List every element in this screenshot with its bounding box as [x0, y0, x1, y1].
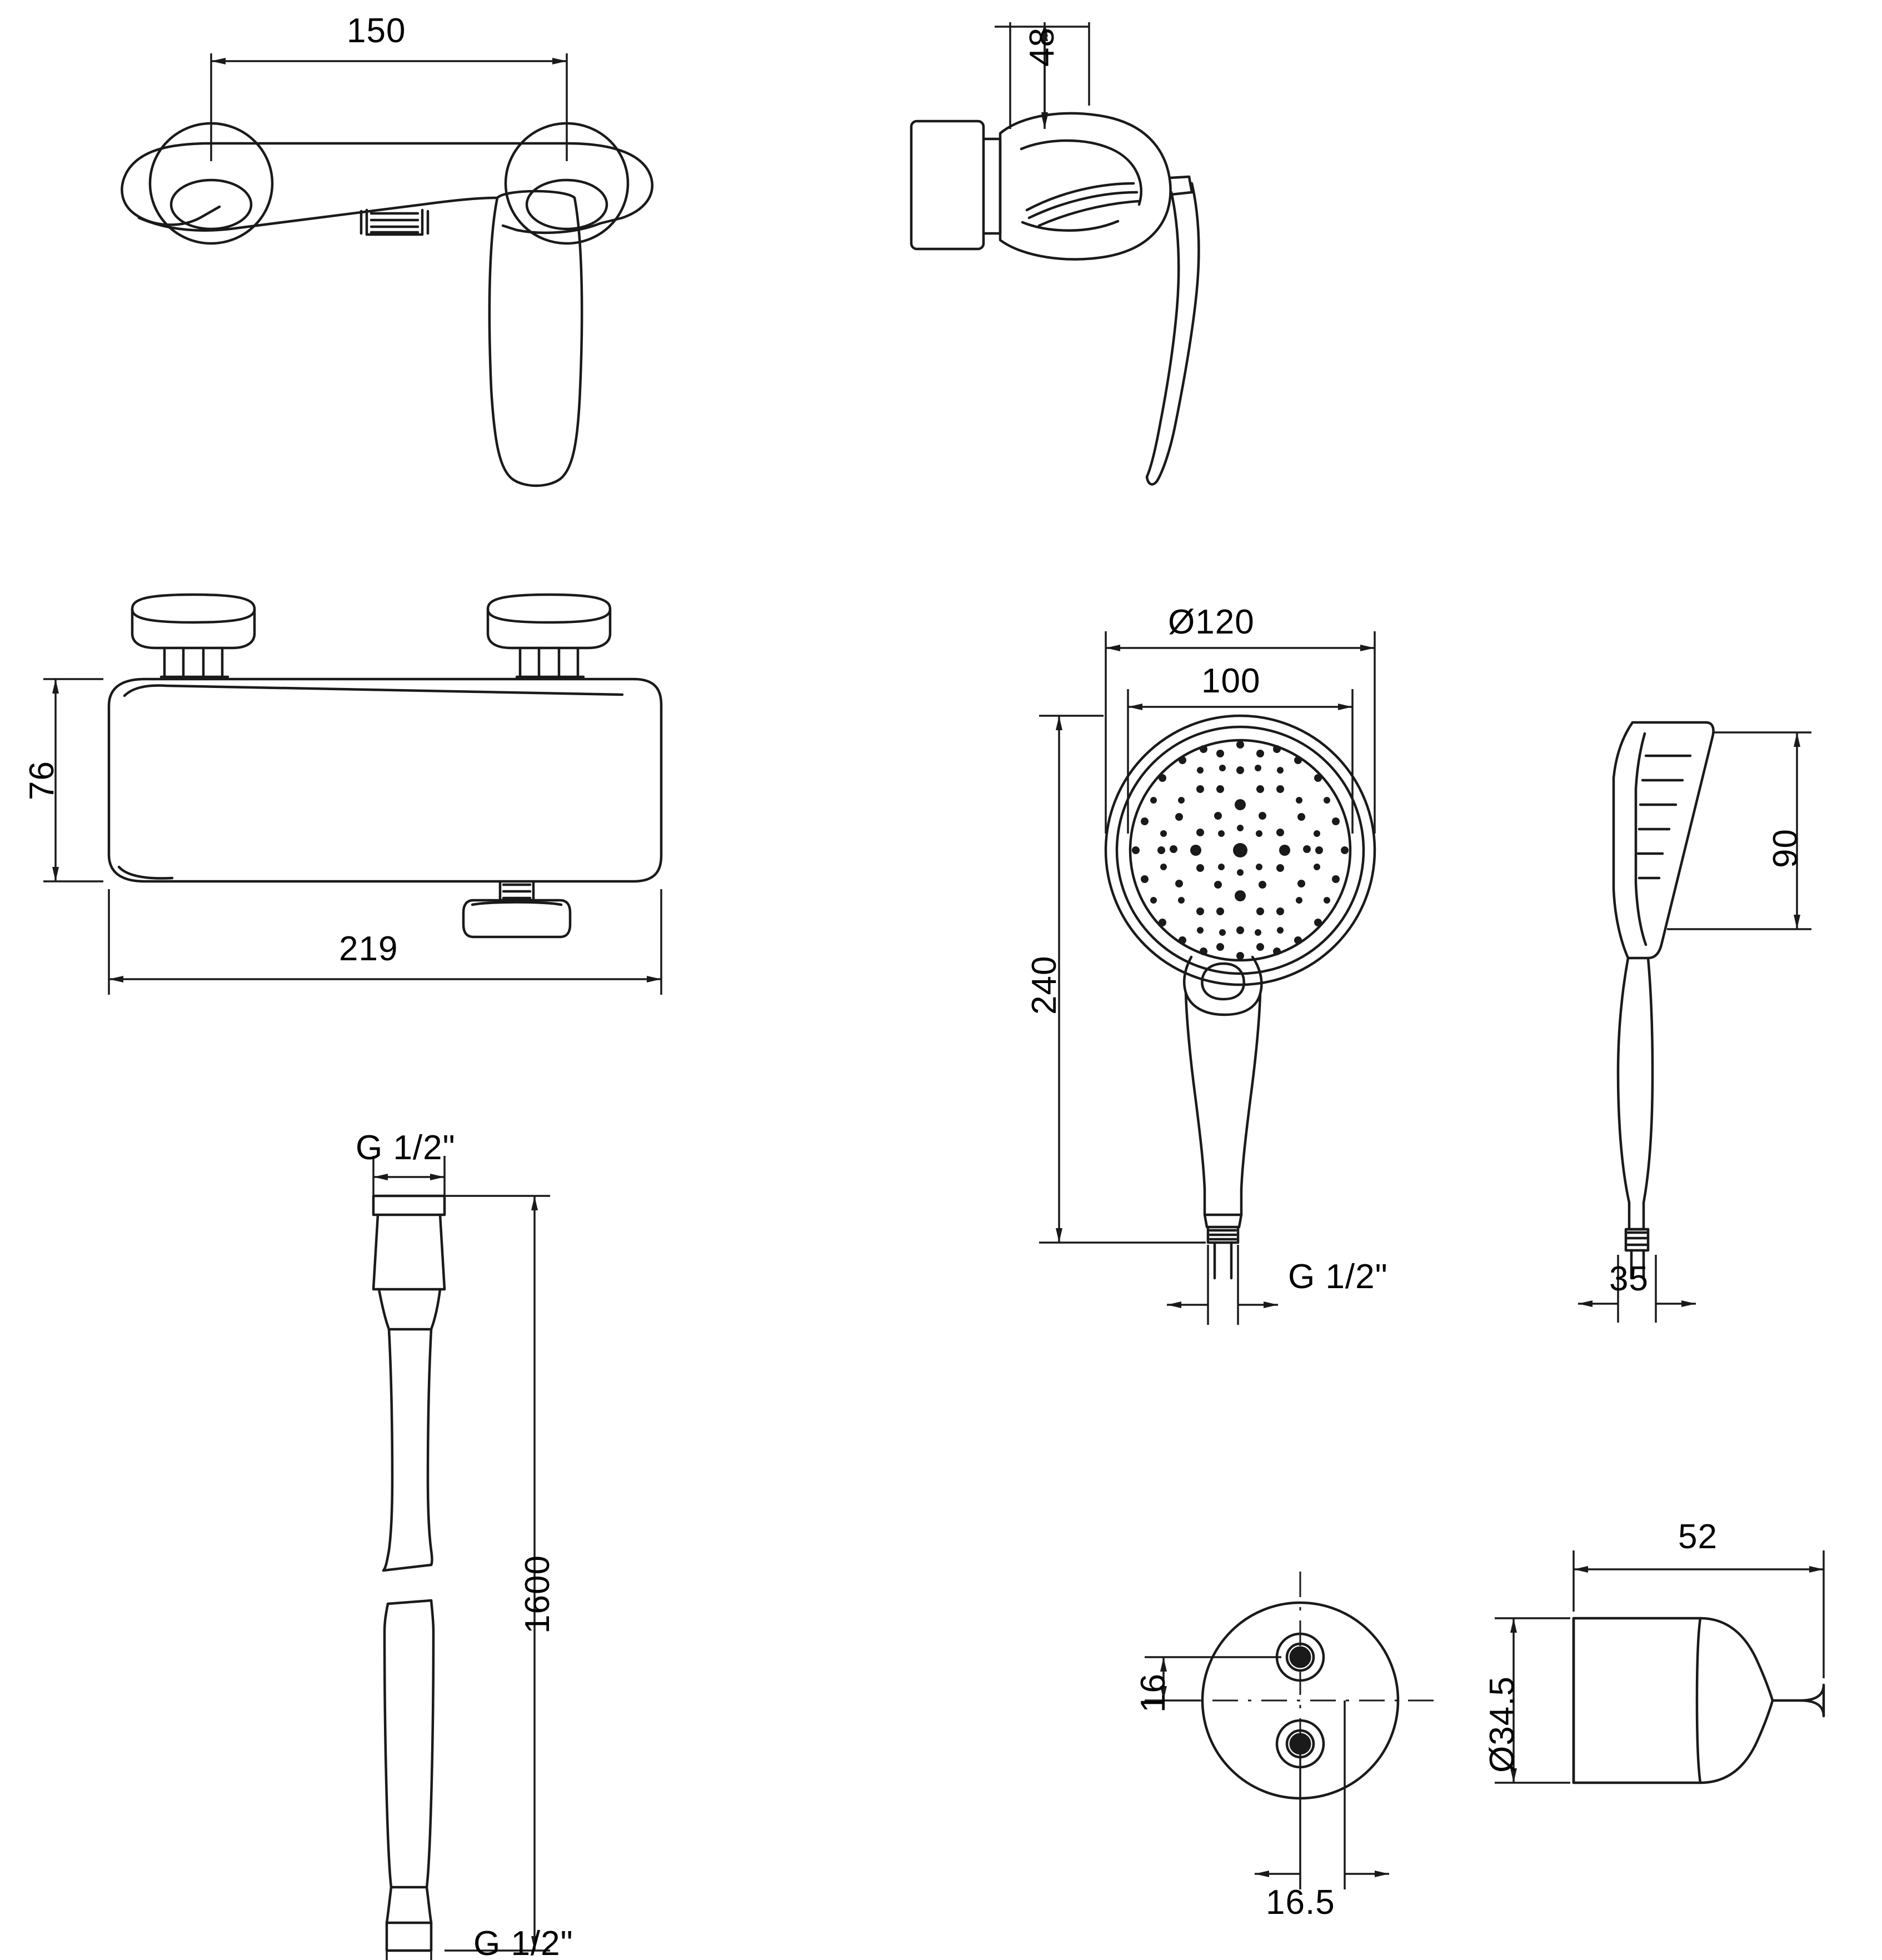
dim-label-dia120: Ø120 — [1168, 603, 1255, 641]
dim-label-150: 150 — [347, 12, 406, 50]
dim-label-dia34-5: Ø34.5 — [1483, 1676, 1521, 1773]
dim-label-52: 52 — [1678, 1518, 1718, 1556]
dim-label-76: 76 — [23, 761, 61, 800]
mixer-side-view — [910, 112, 1200, 486]
dim-label-hose-thread-bottom: G 1/2" — [473, 1924, 573, 1960]
dim-label-240: 240 — [1025, 955, 1064, 1015]
dim-label-16-5: 16.5 — [1266, 1883, 1335, 1922]
dim-label-1600: 1600 — [518, 1555, 557, 1634]
dimension-lines — [43, 22, 1825, 1960]
dim-label-35: 35 — [1609, 1260, 1649, 1298]
dim-label-hose-thread-top: G 1/2" — [356, 1129, 456, 1167]
wall-bracket-side-view — [1572, 1617, 1825, 1784]
dim-label-48: 48 — [1023, 27, 1061, 67]
mixer-front-elevation-view — [107, 593, 663, 939]
dim-label-16: 16 — [1134, 1673, 1172, 1713]
dim-label-handshower-thread: G 1/2" — [1288, 1258, 1388, 1296]
handshower-side-view — [1612, 721, 1715, 1280]
shower-hose-view — [372, 1194, 446, 1952]
handshower-front-view — [1104, 714, 1376, 1280]
dim-label-90: 90 — [1766, 829, 1805, 868]
mixer-front-top-view — [121, 122, 653, 487]
dim-label-219: 219 — [339, 930, 398, 968]
spray-nozzle-pattern — [1132, 741, 1349, 960]
dim-label-100: 100 — [1201, 662, 1261, 700]
